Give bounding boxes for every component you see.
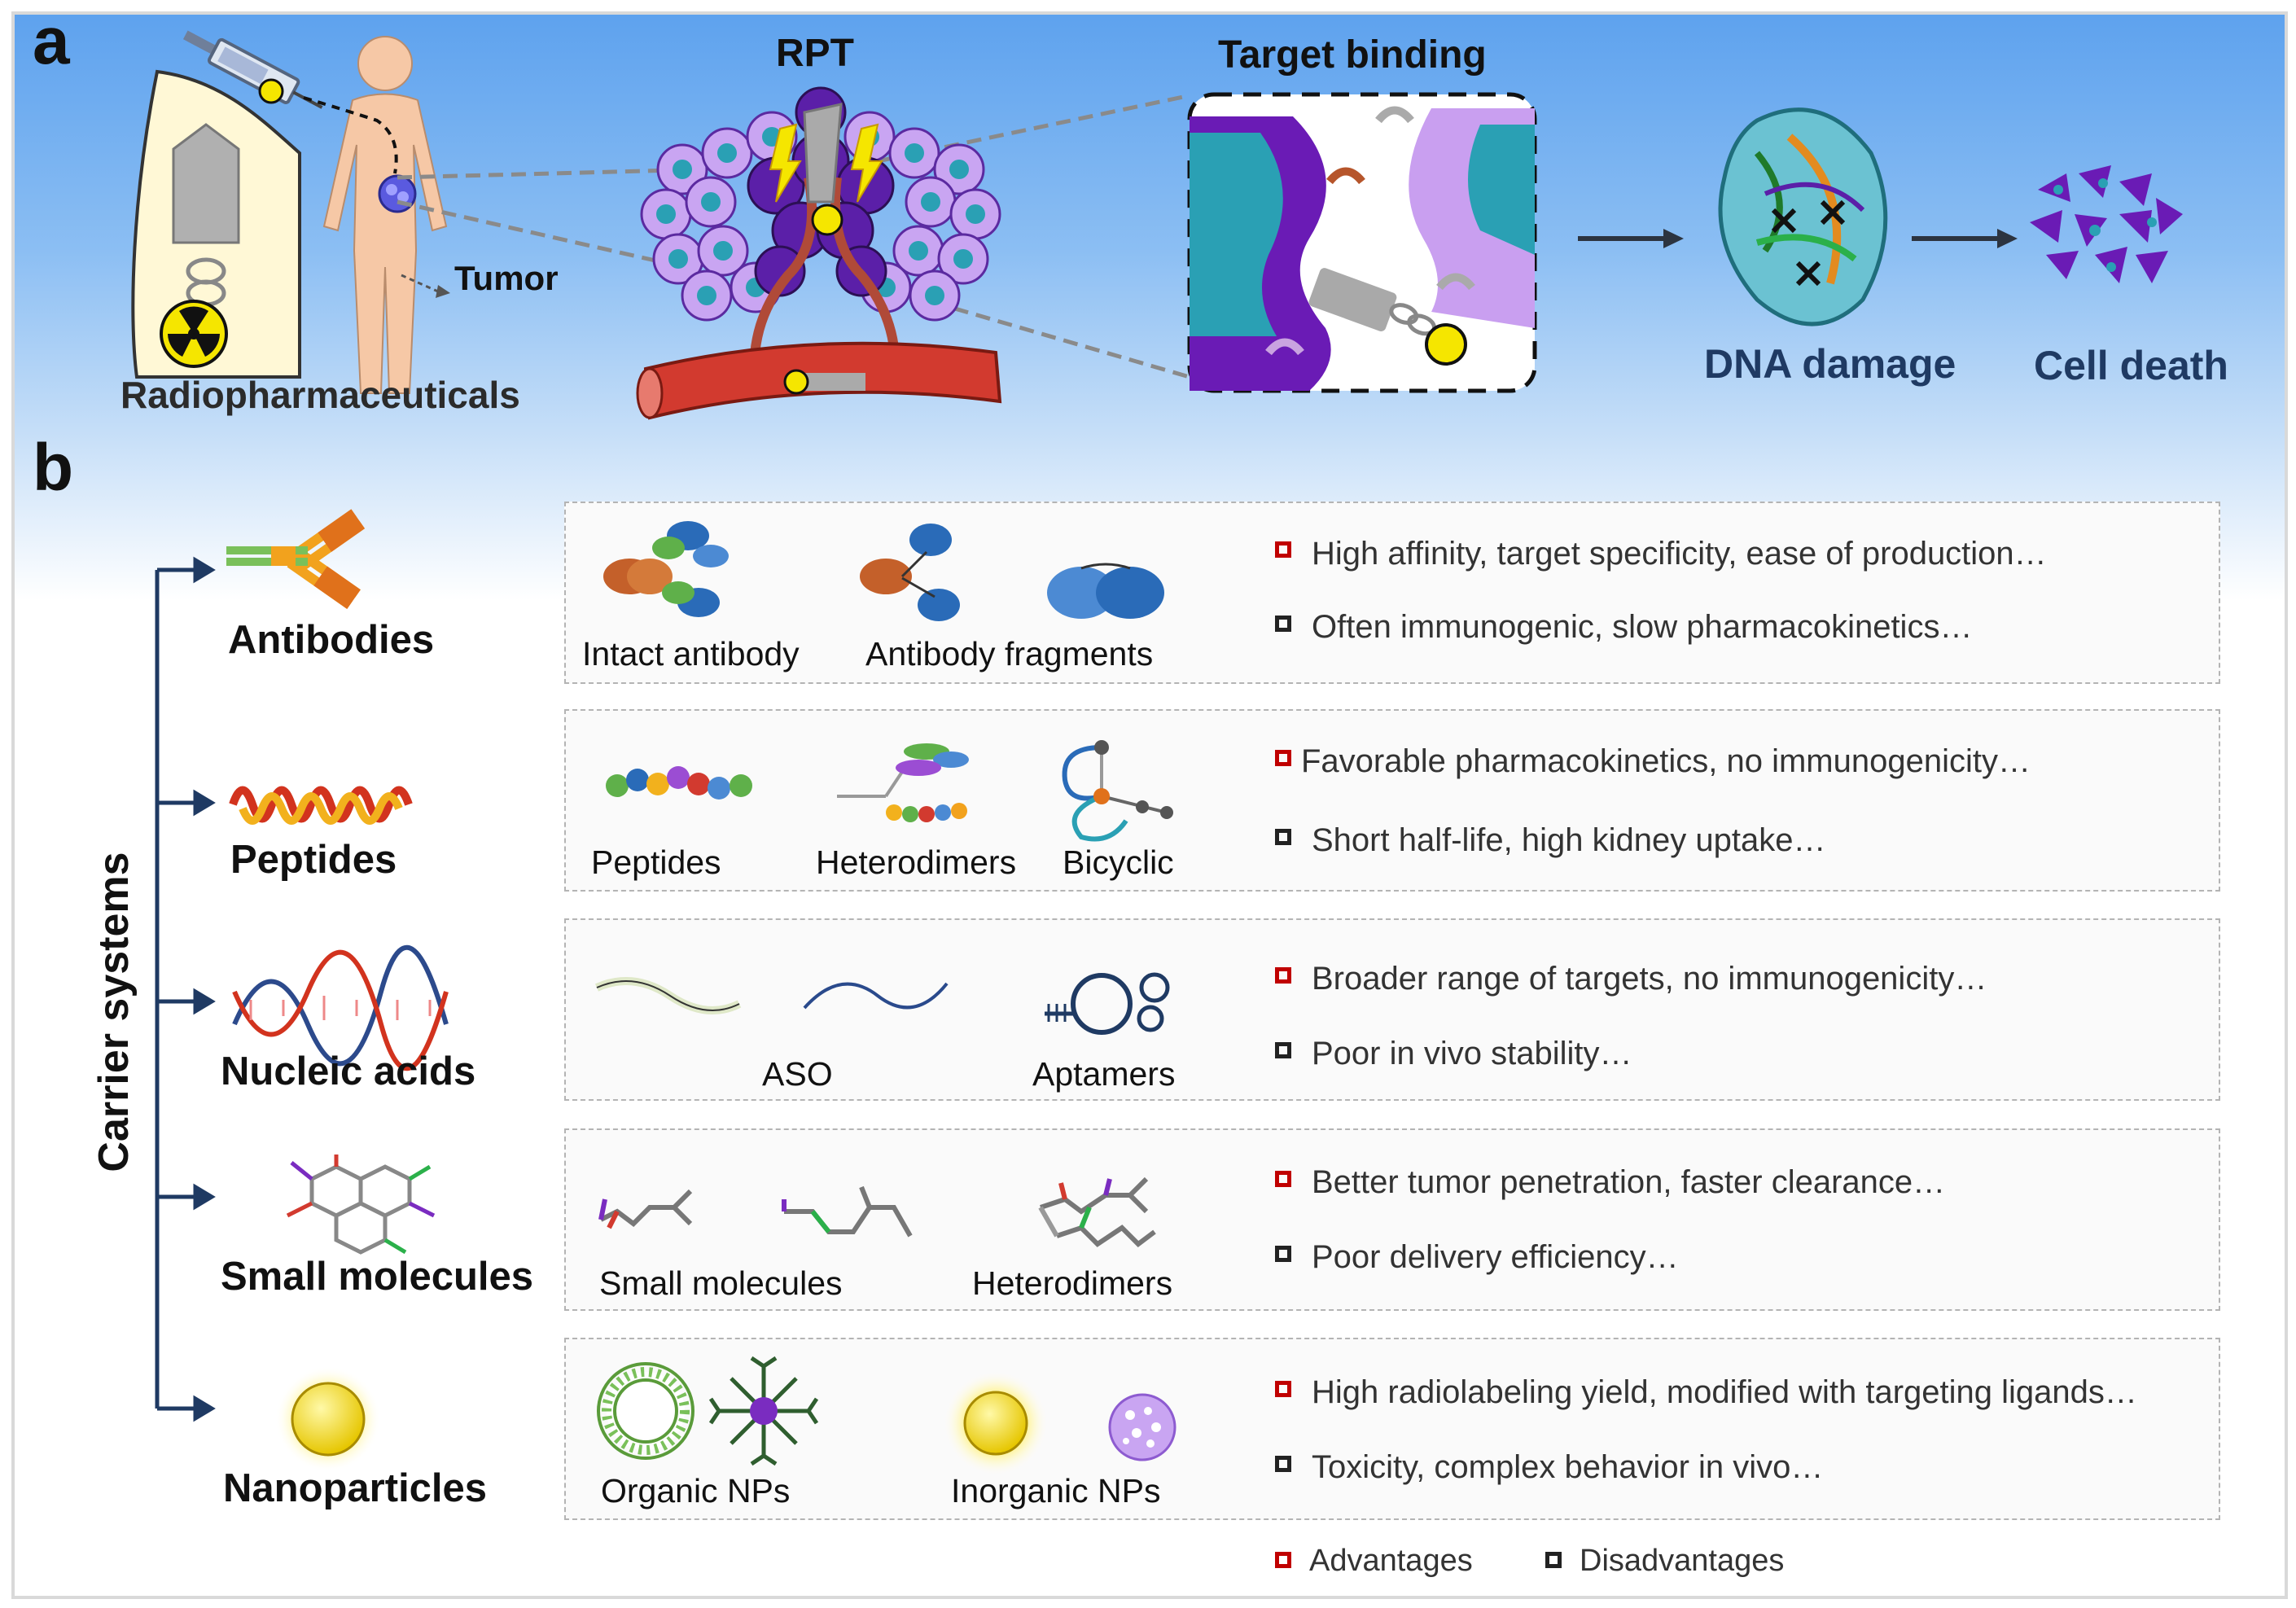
legend-disadvantages-label: Disadvantages xyxy=(1580,1544,1785,1578)
row-antibodies-disadvantage-marker xyxy=(1275,616,1291,632)
aso-strand-icon xyxy=(594,977,742,1014)
panel-a-letter: a xyxy=(33,11,70,78)
row-small-molecules-disadvantage-marker xyxy=(1275,1246,1291,1262)
legend-advantages-marker xyxy=(1275,1552,1291,1568)
row-nucleic-acids-box xyxy=(564,918,2220,1101)
row-small-molecules-advantage-marker xyxy=(1275,1171,1291,1187)
row-nanoparticles-advantage: High radiolabeling yield, modified with … xyxy=(1312,1374,2137,1410)
row-small-molecules-box xyxy=(564,1128,2220,1311)
row-peptides-box xyxy=(564,709,2220,892)
peptide-chain-icon xyxy=(606,766,752,800)
item-aso: ASO xyxy=(762,1055,833,1093)
row-antibodies-disadvantage: Often immunogenic, slow pharmacokinetics… xyxy=(1312,609,1973,645)
gold-nanoparticle-icon xyxy=(943,1370,1049,1476)
carrier-nucleic-acids: Nucleic acids xyxy=(221,1049,476,1093)
row-antibodies-box xyxy=(564,502,2220,684)
peptide-heterodimer-icon xyxy=(837,743,969,822)
antibody-fragment-2-icon xyxy=(1047,563,1164,619)
tumor-cluster-icon xyxy=(640,86,1001,390)
row-nucleic-acids-advantage-marker xyxy=(1275,967,1291,984)
small-molecule-structure-icon xyxy=(598,1189,693,1229)
target-binding-box xyxy=(1187,92,1537,393)
carrier-antibodies: Antibodies xyxy=(228,618,435,662)
rpt-label: RPT xyxy=(776,32,854,75)
aso-strand-2-icon xyxy=(803,982,949,1010)
item-small-molecules: Small molecules xyxy=(599,1264,843,1302)
tumor-label: Tumor xyxy=(454,259,559,297)
row-nucleic-acids-advantage: Broader range of targets, no immunogenic… xyxy=(1312,961,1987,997)
row-nanoparticles-disadvantage: Toxicity, complex behavior in vivo… xyxy=(1312,1449,1824,1485)
row-nanoparticles-box xyxy=(564,1338,2220,1520)
item-bicyclic: Bicyclic xyxy=(1063,843,1174,881)
item-inorganic-nps: Inorganic NPs xyxy=(951,1472,1161,1509)
syringe-icon xyxy=(182,30,323,109)
peptide-helix-icon xyxy=(229,786,413,825)
item-peptides: Peptides xyxy=(591,843,721,881)
item-heterodimers: Heterodimers xyxy=(816,843,1017,881)
cell-death-label: Cell death xyxy=(2034,343,2228,388)
item-antibody-fragments: Antibody fragments xyxy=(865,635,1154,673)
item-organic-nps: Organic NPs xyxy=(601,1472,791,1509)
radiopharmaceutical-vial-icon xyxy=(131,69,301,379)
antibody-fragment-icon xyxy=(860,524,960,621)
carrier-bracket-tree xyxy=(155,556,216,1422)
nanoparticle-icon xyxy=(275,1366,381,1472)
dna-damage-icon xyxy=(1718,107,1888,326)
row-peptides-disadvantage: Short half-life, high kidney uptake… xyxy=(1312,822,1826,858)
carrier-nanoparticles: Nanoparticles xyxy=(223,1466,488,1510)
legend-disadvantages-marker xyxy=(1545,1552,1562,1568)
row-nucleic-acids-disadvantage-marker xyxy=(1275,1042,1291,1058)
dna-damage-label: DNA damage xyxy=(1704,341,1956,387)
liposome-icon xyxy=(597,1362,694,1460)
small-molecule-heterodimer-icon xyxy=(1038,1176,1156,1247)
porous-nanoparticle-icon xyxy=(1108,1393,1176,1461)
antibody-icon xyxy=(226,509,366,609)
arrow-to-cell-death xyxy=(1912,229,2018,248)
row-peptides-disadvantage-marker xyxy=(1275,829,1291,845)
target-binding-label: Target binding xyxy=(1218,33,1487,77)
dendrimer-icon xyxy=(708,1356,819,1466)
row-nucleic-acids-disadvantage: Poor in vivo stability… xyxy=(1312,1036,1632,1071)
small-molecule-icon xyxy=(286,1155,436,1255)
item-aptamers: Aptamers xyxy=(1032,1055,1176,1093)
item-intact-antibody: Intact antibody xyxy=(582,635,800,673)
carrier-peptides: Peptides xyxy=(230,838,397,882)
figure: a Tumor Radiopharmaceuticals xyxy=(11,11,2288,1599)
human-body-icon xyxy=(303,36,450,394)
row-antibodies-advantage-marker xyxy=(1275,541,1291,558)
bicyclic-peptide-icon xyxy=(1062,740,1173,842)
row-nanoparticles-disadvantage-marker xyxy=(1275,1456,1291,1472)
intact-antibody-icon xyxy=(603,521,729,617)
row-peptides-advantage-marker xyxy=(1275,750,1291,766)
row-nanoparticles-advantage-marker xyxy=(1275,1381,1291,1397)
item-heterodimers-small: Heterodimers xyxy=(972,1264,1173,1302)
carrier-small-molecules: Small molecules xyxy=(221,1255,534,1299)
row-small-molecules-disadvantage: Poor delivery efficiency… xyxy=(1312,1239,1679,1275)
small-molecule-structure-2-icon xyxy=(782,1185,913,1238)
row-peptides-advantage: Favorable pharmacokinetics, no immunogen… xyxy=(1301,743,2031,779)
row-small-molecules-advantage: Better tumor penetration, faster clearan… xyxy=(1312,1164,1946,1200)
blood-vessel-icon xyxy=(636,341,1002,420)
panel-b-letter: b xyxy=(33,431,74,505)
row-antibodies-advantage: High affinity, target specificity, ease … xyxy=(1312,536,2047,572)
nucleic-acid-icon xyxy=(232,944,449,1071)
arrow-to-dna-damage xyxy=(1578,229,1684,248)
cell-death-icon xyxy=(2030,165,2183,283)
aptamer-icon xyxy=(1045,972,1170,1035)
legend-advantages-label: Advantages xyxy=(1309,1544,1473,1578)
radiopharmaceuticals-label: Radiopharmaceuticals xyxy=(120,374,520,416)
